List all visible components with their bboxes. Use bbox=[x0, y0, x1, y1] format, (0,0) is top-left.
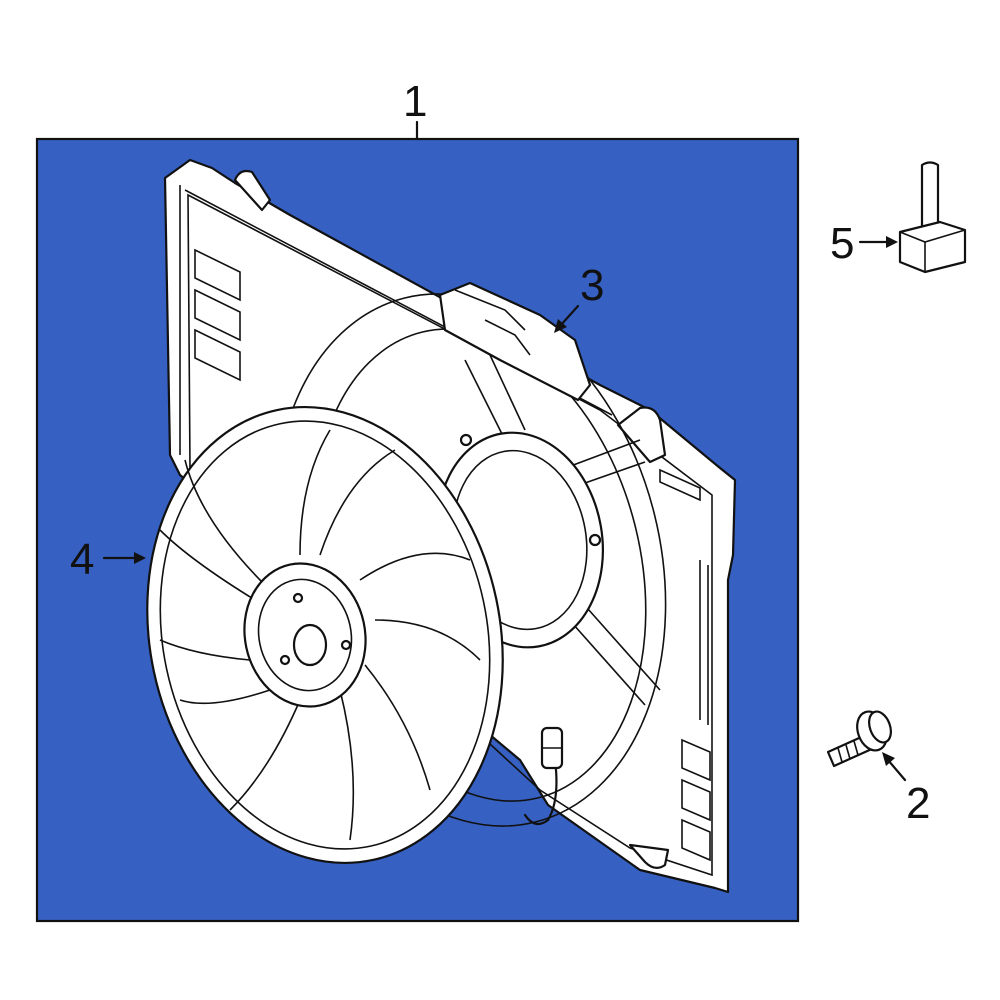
callout-4-label[interactable]: 4 bbox=[70, 535, 94, 584]
callout-5-arrow bbox=[858, 236, 898, 248]
wire-connector[interactable] bbox=[523, 726, 564, 826]
fan-blade[interactable] bbox=[106, 374, 544, 897]
mount-insulator[interactable] bbox=[898, 161, 967, 274]
callout-2-arrow bbox=[882, 752, 907, 782]
bolt[interactable] bbox=[826, 707, 895, 768]
callout-3-label[interactable]: 3 bbox=[580, 261, 604, 310]
callout-3-arrow bbox=[554, 304, 580, 333]
callout-1-label[interactable]: 1 bbox=[403, 77, 427, 126]
callout-4-arrow bbox=[102, 552, 146, 564]
callout-2-label[interactable]: 2 bbox=[906, 779, 930, 828]
callout-5-label[interactable]: 5 bbox=[830, 219, 854, 268]
